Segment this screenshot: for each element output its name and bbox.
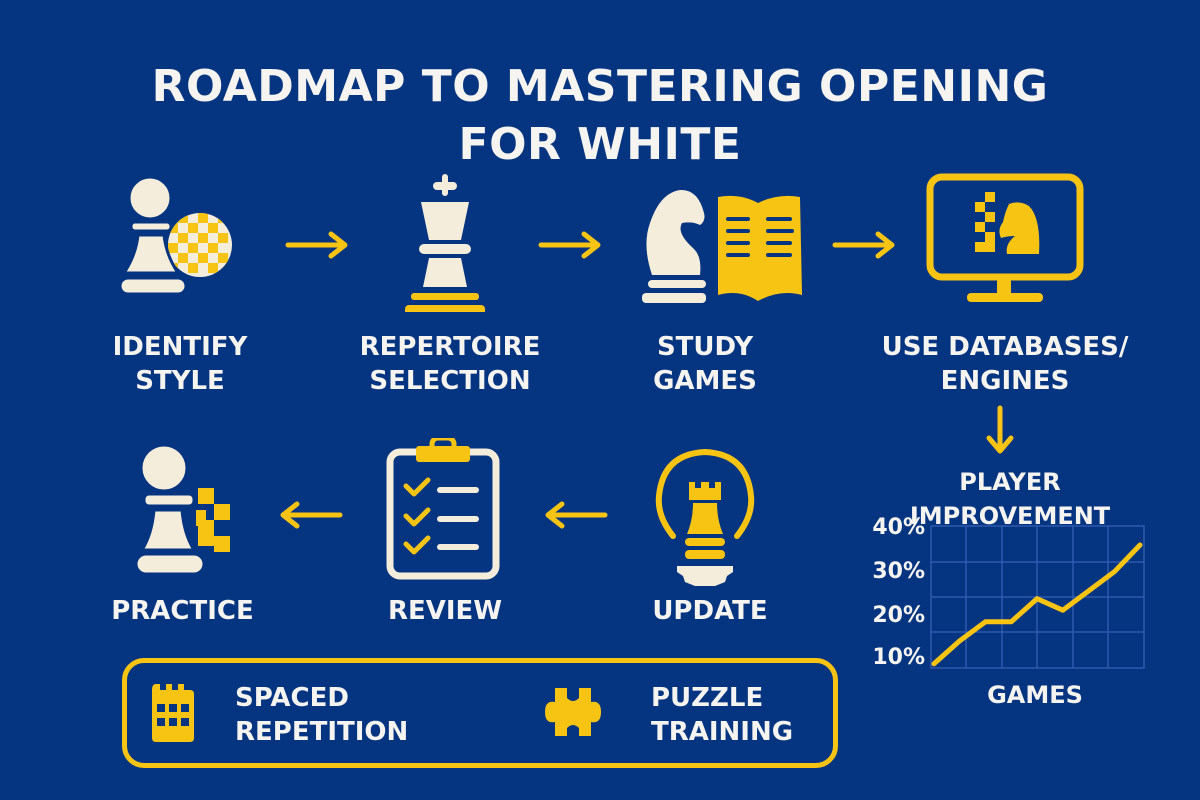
calendar-icon [152,682,194,746]
footer-label-line1: SPACED [235,683,349,713]
step-practice: PRACTICE [111,596,254,626]
arrow-right-icon [285,230,350,264]
footer-label-line1: PUZZLE [651,683,764,713]
y-tick: 20% [872,603,925,628]
step-label-line2: ENGINES [940,366,1070,396]
step-label-line2: STYLE [135,366,225,396]
footer-puzzle-training: PUZZLE TRAINING [651,681,793,749]
y-tick: 10% [872,645,925,670]
page-title: ROADMAP TO MASTERING OPENING FOR WHITE [0,58,1200,174]
y-tick: 30% [872,559,925,584]
arrow-right-icon [832,230,897,264]
chart-x-label: GAMES [987,681,1083,709]
title-line-2: FOR WHITE [458,119,742,170]
step-update: UPDATE [652,596,768,626]
step-label-line1: IDENTIFY [112,332,248,362]
arrow-down-icon [985,405,1015,459]
pawn-checker-icon [136,442,246,577]
step-use-databases-engines: USE DATABASES/ ENGINES [870,330,1140,398]
step-label-line1: USE DATABASES/ [881,332,1129,362]
step-identify-style: IDENTIFY STYLE [90,330,270,398]
lightbulb-rook-icon [655,448,755,588]
improvement-line-chart [930,525,1145,674]
step-study-games: STUDY GAMES [630,330,780,398]
monitor-knight-icon [925,172,1085,307]
tips-box [122,658,838,768]
clipboard-checklist-icon [386,438,501,583]
puzzle-piece-icon [543,684,603,744]
knight-book-icon [640,185,810,310]
footer-label-line2: TRAINING [651,717,794,747]
footer-spaced-repetition: SPACED REPETITION [235,681,408,749]
step-label-line1: REPERTOIRE [359,332,541,362]
title-line-1: ROADMAP TO MASTERING OPENING [151,61,1049,112]
step-label-line2: SELECTION [369,366,531,396]
king-icon [405,172,485,312]
step-repertoire-selection: REPERTOIRE SELECTION [350,330,550,398]
arrow-left-icon [543,500,608,534]
step-label-line1: STUDY [656,332,754,362]
arrow-right-icon [538,230,603,264]
step-review: REVIEW [387,596,503,626]
arrow-left-icon [278,500,343,534]
step-label-line2: GAMES [653,366,757,396]
footer-label-line2: REPETITION [235,717,409,747]
y-tick: 40% [872,515,925,540]
pawn-checkered-globe-icon [120,175,250,305]
